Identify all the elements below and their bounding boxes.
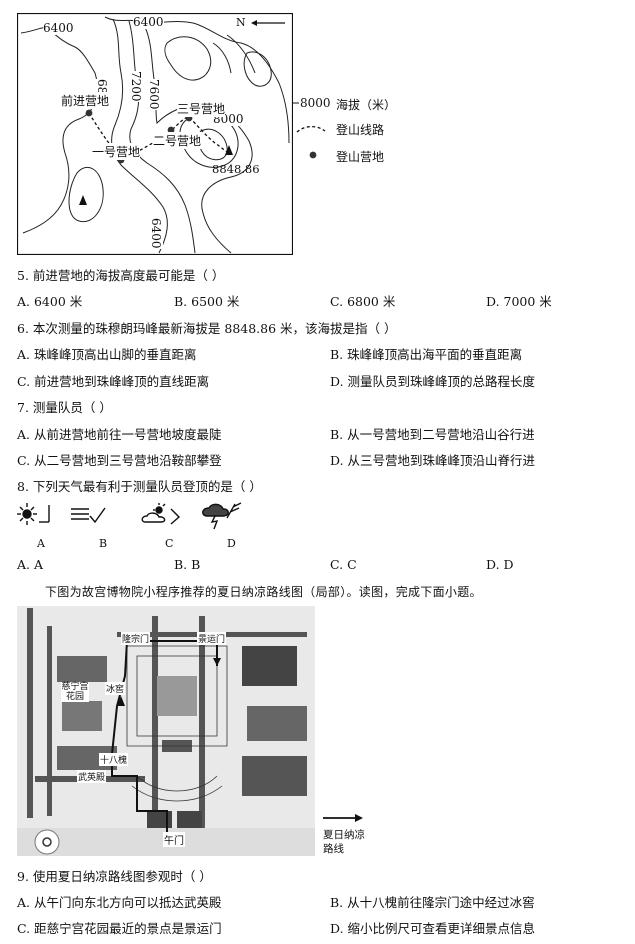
contour-label: 6400 xyxy=(133,15,164,29)
weather-label-b: B xyxy=(99,537,108,550)
question-7-stem: 7. 测量队员（ ） xyxy=(17,400,112,415)
question-9-stem: 9. 使用夏日纳凉路线图参观时（ ） xyxy=(17,869,212,884)
weather-label-a: A xyxy=(37,537,45,550)
question-5-stem: 5. 前进营地的海拔高度最可能是（ ） xyxy=(17,268,225,283)
camp1-label: 一号营地 xyxy=(92,143,141,160)
locate-button[interactable] xyxy=(34,829,60,855)
q7-option-d[interactable]: D. 从三号营地到珠峰峰顶沿山脊行进 xyxy=(330,453,536,468)
route-legend-arrow xyxy=(323,814,363,822)
contour-lines xyxy=(16,12,294,256)
q9-option-c[interactable]: C. 距慈宁宫花园最近的景点是景运门 xyxy=(17,921,222,936)
forward-camp-label: 前进营地 xyxy=(61,92,110,109)
weather-label-d: D xyxy=(227,537,236,550)
q5-option-d[interactable]: D. 7000 米 xyxy=(486,294,552,309)
map1-legend: 8000 海拔（米） 登山线路 登山营地 xyxy=(293,95,403,170)
q8-option-b[interactable]: B. B xyxy=(174,557,201,572)
q8-option-a[interactable]: A. A xyxy=(17,557,44,572)
question-8-stem: 8. 下列天气最有利于测量队员登顶的是（ ） xyxy=(17,479,262,494)
label-wuying-hall[interactable]: 武英殿 xyxy=(77,770,107,783)
north-label: N xyxy=(236,16,246,29)
q7-option-b[interactable]: B. 从一号营地到二号营地沿山谷行进 xyxy=(330,427,535,442)
contour-label: 6400 xyxy=(149,218,163,249)
peak-height-label: 8848.86 xyxy=(212,162,260,176)
weather-a-sunny-icon xyxy=(17,503,50,525)
everest-contour-map: N 6400 6400 6800 7200 7600 8000 6400 前进营… xyxy=(16,12,294,256)
locate-icon xyxy=(42,837,52,847)
question-6-stem: 6. 本次测量的珠穆朗玛峰最新海拔是 8848.86 米，该海拔是指（ ） xyxy=(17,321,397,336)
label-shibahuai[interactable]: 十八槐 xyxy=(99,753,129,766)
q9-option-a[interactable]: A. 从午门向东北方向可以抵达武英殿 xyxy=(17,895,222,910)
q6-option-d[interactable]: D. 测量队员到珠峰峰顶的总路程长度 xyxy=(330,374,536,389)
q6-option-a[interactable]: A. 珠峰峰顶高出山脚的垂直距离 xyxy=(17,347,197,362)
q5-option-b[interactable]: B. 6500 米 xyxy=(174,294,240,309)
contour-label: 7600 xyxy=(147,79,161,110)
label-meridian-gate[interactable]: 午门 xyxy=(163,832,185,847)
camp2-label: 二号营地 xyxy=(153,132,202,149)
forward-camp-marker xyxy=(85,109,93,117)
weather-b-fog-icon xyxy=(71,507,106,524)
q7-option-a[interactable]: A. 从前进营地前往一号营地坡度最陡 xyxy=(17,427,222,442)
q8-option-d[interactable]: D. D xyxy=(486,557,514,572)
camp3-label: 三号营地 xyxy=(177,100,226,117)
legend-symbols xyxy=(293,102,326,159)
label-cining-garden[interactable]: 慈宁宫花园 xyxy=(61,682,89,702)
q9-option-d[interactable]: D. 缩小比例尺可查看更详细景点信息 xyxy=(330,921,536,936)
q5-option-a[interactable]: A. 6400 米 xyxy=(17,294,83,309)
weather-c-cloudy-icon xyxy=(141,503,181,525)
weather-label-c: C xyxy=(165,537,174,550)
camp2-marker xyxy=(167,126,175,134)
contour-label: 6400 xyxy=(43,21,74,35)
weather-d-storm-icon xyxy=(202,502,242,530)
palace-route-map: 隆宗门 景运门 慈宁宫花园 冰窖 十八槐 武英殿 午门 xyxy=(17,606,315,856)
q7-option-c[interactable]: C. 从二号营地到三号营地沿鞍部攀登 xyxy=(17,453,222,468)
contour-label: 7200 xyxy=(129,71,143,102)
left-peak-icon xyxy=(79,195,87,205)
label-longzong-gate[interactable]: 隆宗门 xyxy=(121,632,151,645)
label-ice-cellar[interactable]: 冰窖 xyxy=(105,682,126,695)
q6-option-c[interactable]: C. 前进营地到珠峰峰顶的直线距离 xyxy=(17,374,210,389)
legend-contour-label: 海拔（米） xyxy=(336,98,397,112)
label-jingyun-gate[interactable]: 景运门 xyxy=(197,632,227,645)
north-arrow-head-icon xyxy=(251,20,257,26)
legend-route-label: 登山线路 xyxy=(336,123,385,137)
intro-text: 下图为故宫博物院小程序推荐的夏日纳凉路线图（局部）。读图，完成下面小题。 xyxy=(45,585,482,599)
palace-map-drawing xyxy=(17,606,315,856)
legend-camp-label: 登山营地 xyxy=(336,150,385,164)
q9-option-b[interactable]: B. 从十八槐前往隆宗门途中经过冰窖 xyxy=(330,895,535,910)
everest-peak-icon xyxy=(225,145,233,155)
q8-option-c[interactable]: C. C xyxy=(330,557,357,572)
weather-symbols xyxy=(17,500,257,532)
q6-option-b[interactable]: B. 珠峰峰顶高出海平面的垂直距离 xyxy=(330,347,523,362)
q5-option-c[interactable]: C. 6800 米 xyxy=(330,294,396,309)
route-legend-label: 夏日纳凉路线 xyxy=(323,829,365,855)
legend-contour-value: 8000 xyxy=(300,96,331,110)
